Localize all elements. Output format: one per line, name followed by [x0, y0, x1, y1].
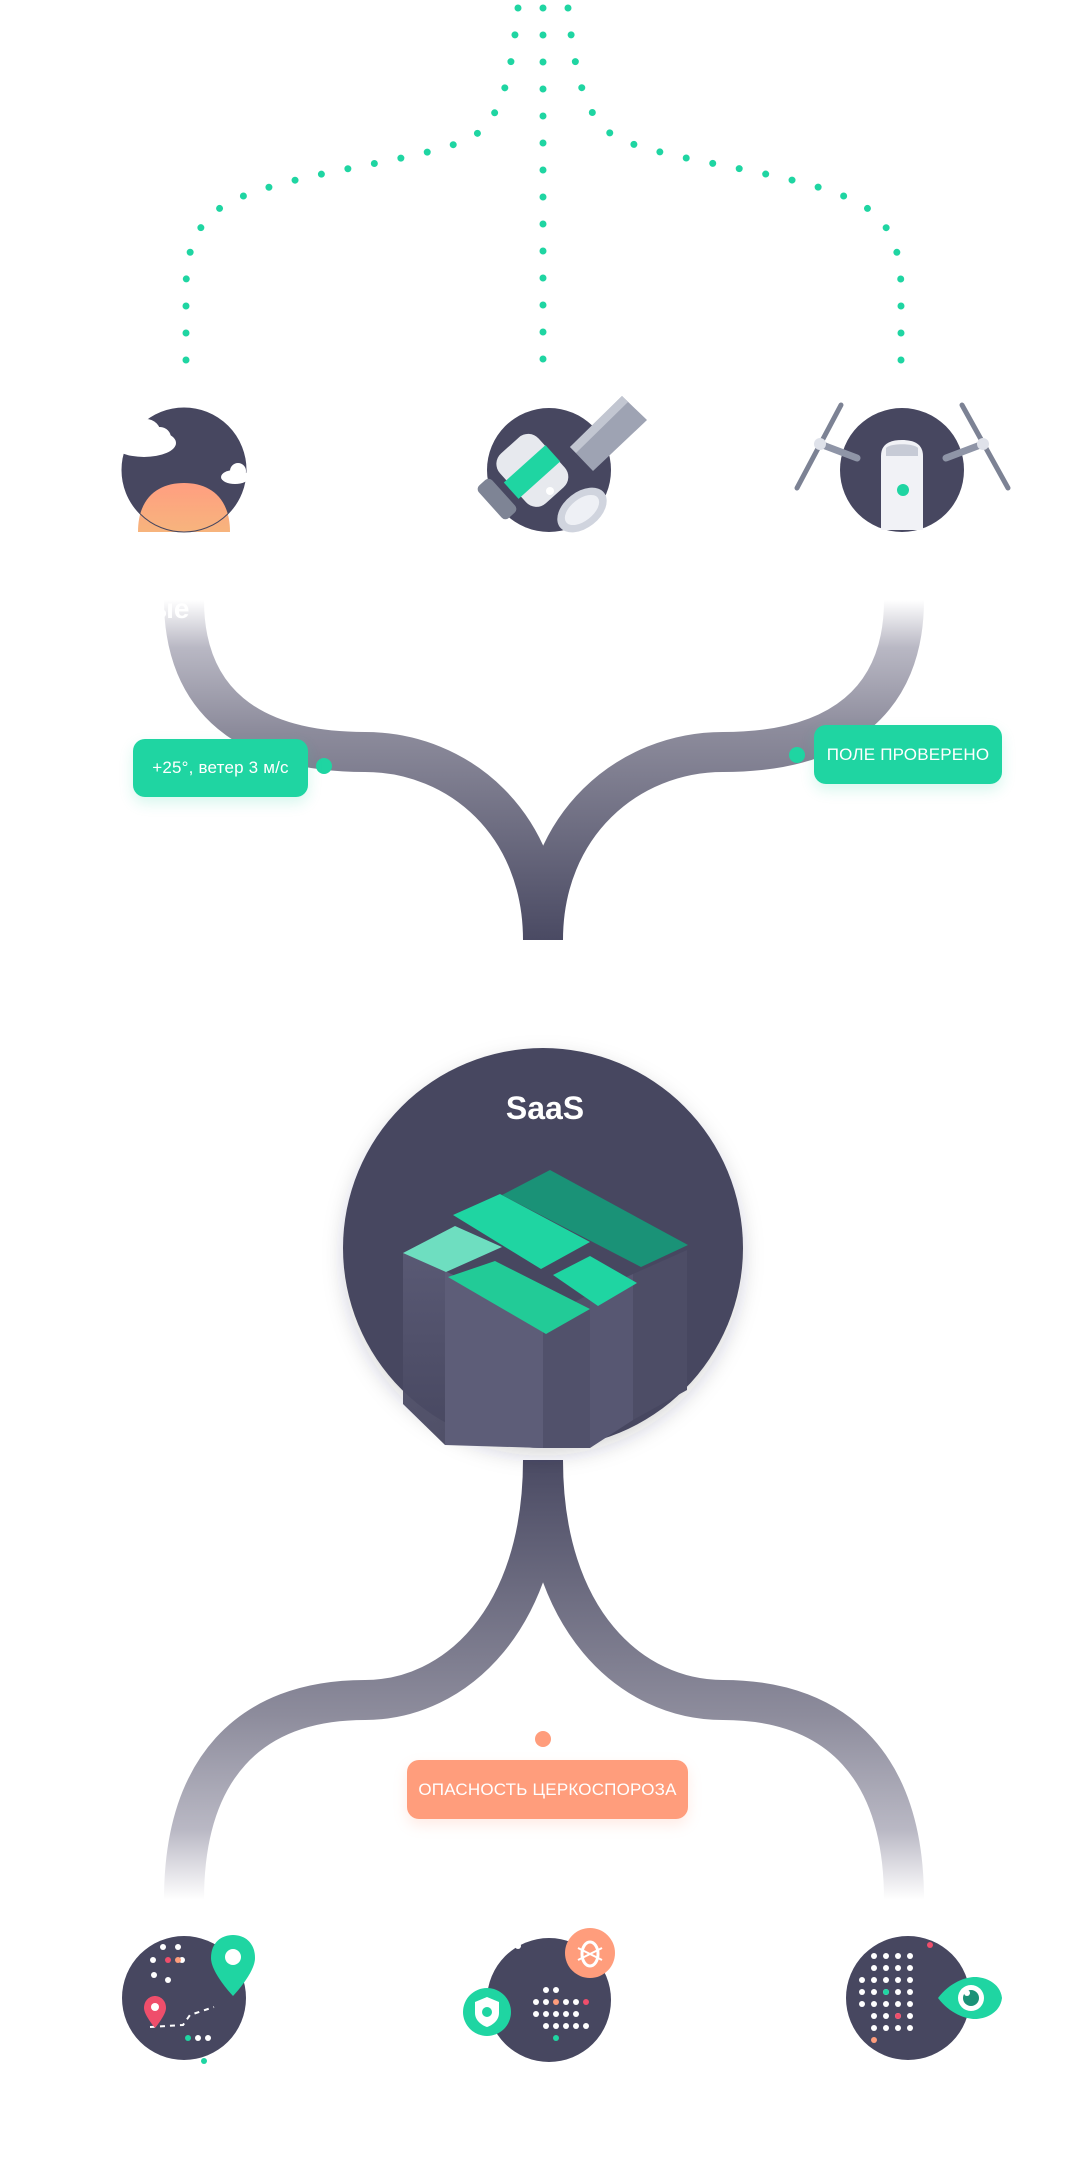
partial-node-label: ыe [150, 593, 190, 624]
weather-status-badge: +25°, ветер 3 м/с [133, 739, 308, 797]
danger-connector-dot [535, 1731, 551, 1747]
pipe-left-branch [164, 599, 563, 941]
pipe-left-bottom [164, 1459, 563, 1901]
monitoring-node [846, 1936, 1002, 2060]
weather-node [112, 407, 249, 533]
drone-icon [794, 402, 1011, 530]
field-checked-badge: ПОЛЕ ПРОВЕРЕНО [814, 725, 1002, 784]
disease-node [463, 1928, 615, 2062]
weather-connector-dot [316, 758, 332, 774]
weather-status-text: +25°, ветер 3 м/с [152, 758, 289, 777]
map-node [122, 1935, 255, 2064]
top-branch-pipes [164, 585, 924, 1060]
saas-field-stack-icon [403, 1170, 688, 1448]
pipe-right-bottom [523, 1459, 924, 1901]
satellite-icon [477, 396, 647, 533]
field-checked-text: ПОЛЕ ПРОВЕРЕНО [826, 744, 990, 764]
dotted-line-right [564, 4, 905, 372]
satellite-node [477, 396, 647, 533]
map-route-icon [144, 1935, 255, 2064]
dotted-line-left [182, 4, 522, 372]
saas-title: SaaS [505, 1090, 585, 1126]
disease-alert-text: ОПАСНОСТЬ ЦЕРКОСПОРОЗА [418, 1779, 677, 1799]
drone-node [794, 402, 1011, 532]
weather-icon [112, 419, 249, 484]
bottom-branch-pipes [164, 1420, 924, 1910]
dotted-connector-lines [182, 4, 905, 372]
disease-alert-badge: ОПАСНОСТЬ ЦЕРКОСПОРОЗА [407, 1760, 688, 1819]
pipe-right-branch [523, 599, 924, 941]
disease-shield-icon [463, 1928, 615, 2041]
monitoring-eye-icon [859, 1942, 1002, 2043]
field-connector-dot [789, 747, 805, 763]
